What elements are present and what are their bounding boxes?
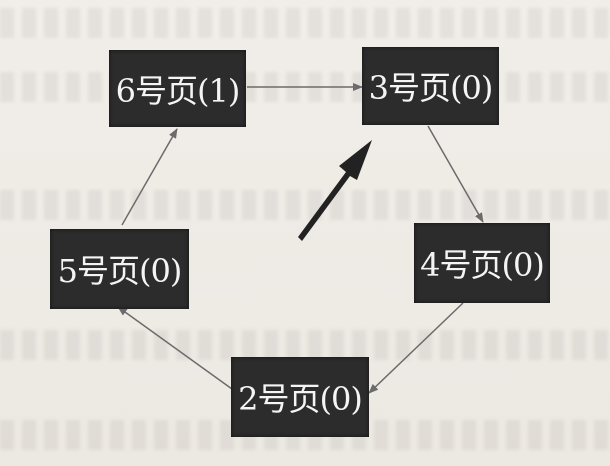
pointer-arrow-icon — [298, 140, 372, 241]
node-page-4: 4号页(0) — [414, 223, 550, 303]
background-texture — [0, 330, 610, 360]
node-label: 5号页(0) — [57, 252, 183, 290]
node-page-6: 6号页(1) — [109, 50, 246, 127]
edge-4-to-2 — [368, 302, 464, 394]
node-label: 6号页(1) — [115, 71, 241, 110]
edge-5-to-6 — [121, 128, 178, 226]
node-page-5: 5号页(0) — [50, 229, 189, 309]
node-page-2: 2号页(0) — [231, 357, 369, 437]
edge-2-to-5 — [117, 306, 233, 390]
node-label: 2号页(0) — [238, 380, 363, 418]
background-texture — [0, 8, 610, 38]
background-texture — [0, 190, 610, 220]
node-label: 3号页(0) — [368, 69, 494, 107]
edge-3-to-4 — [427, 125, 484, 223]
node-page-3: 3号页(0) — [362, 47, 499, 125]
node-label: 4号页(0) — [420, 246, 545, 284]
